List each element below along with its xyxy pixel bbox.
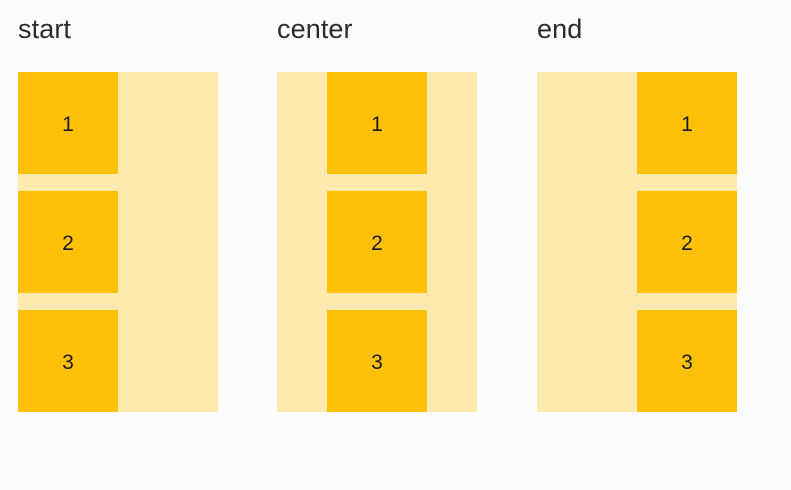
flex-item: 2 (18, 191, 118, 293)
flex-container-start: 1 2 3 (18, 72, 218, 412)
flex-item-label: 2 (371, 231, 383, 255)
flex-container-center: 1 2 3 (277, 72, 477, 412)
flex-item-label: 1 (62, 112, 74, 136)
flex-item: 3 (637, 310, 737, 412)
flex-item: 3 (18, 310, 118, 412)
flex-item-label: 1 (371, 112, 383, 136)
flex-item: 1 (327, 72, 427, 174)
flex-item-label: 2 (62, 231, 74, 255)
column-label-start: start (18, 14, 72, 44)
flex-item: 1 (637, 72, 737, 174)
flex-item-label: 3 (371, 350, 383, 374)
flex-item-label: 3 (681, 350, 693, 374)
flex-item: 3 (327, 310, 427, 412)
flex-item: 2 (327, 191, 427, 293)
flex-item: 1 (18, 72, 118, 174)
flex-container-end: 1 2 3 (537, 72, 737, 412)
flex-item: 2 (637, 191, 737, 293)
flex-item-label: 1 (681, 112, 693, 136)
column-label-end: end (537, 14, 583, 44)
column-label-center: center (277, 14, 353, 44)
flex-item-label: 3 (62, 350, 74, 374)
flex-item-label: 2 (681, 231, 693, 255)
